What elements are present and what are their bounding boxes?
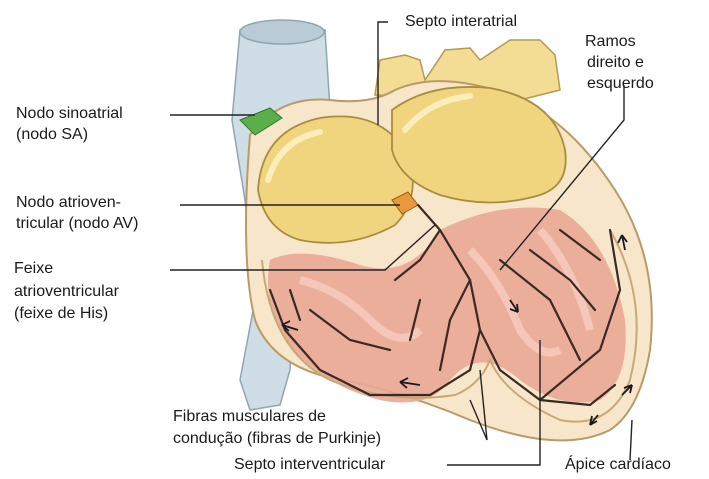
label-nodo-av-line1: Nodo atrioven-	[16, 193, 121, 213]
label-fibras-line1: Fibras musculares de	[173, 407, 326, 427]
label-feixe-line1: Feixe	[14, 259, 53, 279]
label-nodo-av-line2: tricular (nodo AV)	[16, 214, 138, 234]
left-atrium-valve	[392, 87, 566, 203]
label-ramos-line3: esquerdo	[587, 74, 654, 94]
label-ramos-line1: Ramos	[585, 32, 636, 52]
label-feixe-line2: atrioventricular	[14, 282, 119, 302]
label-nodo-sa-line2: (nodo SA)	[16, 125, 88, 145]
label-fibras-line2: condução (fibras de Purkinje)	[173, 429, 381, 449]
label-nodo-sa-line1: Nodo sinoatrial	[16, 104, 123, 124]
label-septo-interventricular: Septo interventricular	[234, 455, 385, 475]
right-atrium-valve	[258, 116, 413, 242]
label-feixe-line3: (feixe de His)	[14, 304, 108, 324]
label-septo-interatrial: Septo interatrial	[405, 12, 517, 32]
label-apice-cardiaco: Ápice cardíaco	[565, 455, 671, 475]
label-ramos-line2: direito e	[587, 53, 644, 73]
